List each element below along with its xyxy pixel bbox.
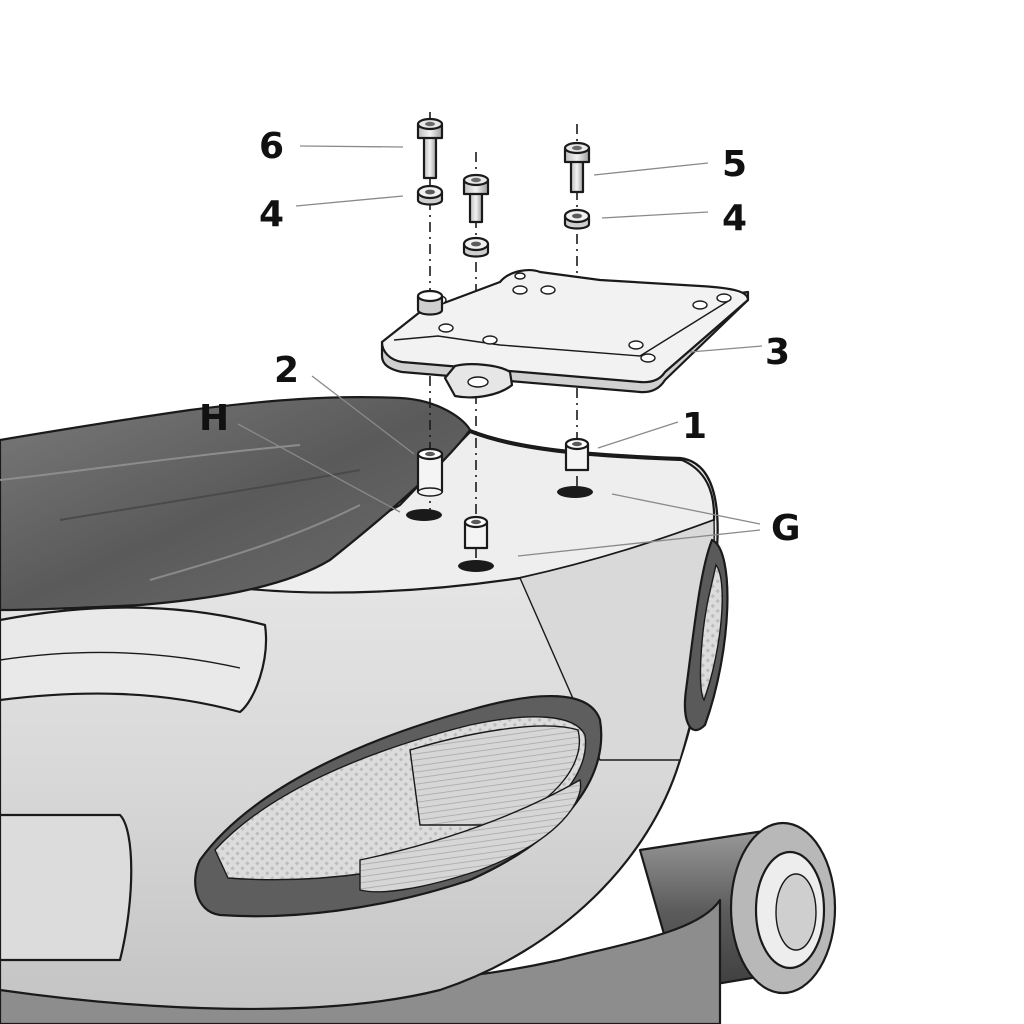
grab-handle — [0, 606, 268, 714]
callout-g: G — [771, 508, 801, 549]
spacer-part-2 — [416, 447, 444, 497]
washer-right — [563, 208, 591, 230]
mount-hole-h — [406, 509, 442, 521]
callout-5: 5 — [722, 144, 747, 185]
callout-h: H — [199, 398, 229, 439]
callout-4-right: 4 — [722, 198, 747, 239]
callout-3: 3 — [765, 332, 790, 373]
bolt-part-6 — [416, 117, 444, 180]
plate-recess — [0, 813, 133, 962]
washer-left — [416, 184, 444, 206]
mount-hole-g-center — [458, 560, 494, 572]
callout-2: 2 — [274, 350, 299, 391]
leader-lines — [237, 145, 763, 557]
callout-labels: 6 4 5 4 3 2 H 1 G — [199, 126, 801, 549]
motorcycle-tail — [0, 396, 837, 1024]
mounting-plate — [380, 269, 750, 399]
spacer-center — [463, 515, 489, 550]
spacer-part-1 — [564, 437, 590, 472]
bolt-part-5 — [563, 141, 591, 194]
bolt-center — [462, 173, 490, 224]
washer-center — [462, 236, 490, 258]
callout-1: 1 — [682, 406, 707, 447]
callout-4-left: 4 — [259, 194, 284, 235]
tail-light — [194, 694, 603, 918]
mount-hole-g-right — [557, 486, 593, 498]
callout-6: 6 — [259, 126, 284, 167]
seat — [0, 396, 472, 612]
